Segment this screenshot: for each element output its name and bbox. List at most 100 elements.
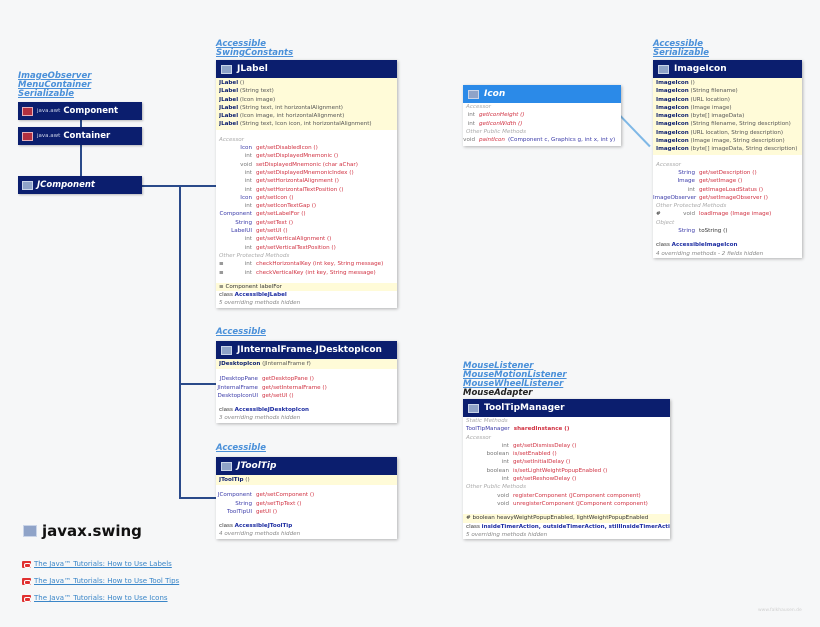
constructor-row[interactable]: JDesktopIcon (JInternalFrame f) (219, 360, 394, 368)
inner-class-row[interactable]: class insideTimerAction, outsideTimerAct… (463, 523, 670, 531)
tutorial-link-tooltips[interactable]: The Java™ Tutorials: How to Use Tool Tip… (22, 577, 179, 585)
class-jcomponent[interactable]: JComponent (18, 176, 142, 194)
tutorial-link-labels[interactable]: The Java™ Tutorials: How to Use Labels (22, 560, 172, 568)
tutorial-link-icons[interactable]: The Java™ Tutorials: How to Use Icons (22, 594, 168, 602)
inner-class-row[interactable]: class AccessibleJLabel (216, 291, 397, 299)
constructor-row[interactable]: JLabel () (219, 79, 394, 87)
constructor-row[interactable]: JLabel (Icon image, int horizontalAlignm… (219, 112, 394, 120)
inner-class-row[interactable]: class AccessibleImageIcon (653, 241, 802, 249)
interface-link[interactable]: Serializable (653, 48, 710, 58)
constructor-row[interactable]: ImageIcon (Image image, String descripti… (656, 137, 799, 145)
constructor-row[interactable]: ImageIcon (URL location) (656, 96, 799, 104)
class-icon (22, 180, 33, 190)
constructor-row[interactable]: ImageIcon (byte[] imageData) (656, 112, 799, 120)
oracle-icon (22, 560, 31, 568)
return-type: JInternalFrame (217, 384, 258, 391)
field-row[interactable]: # boolean heavyWeightPopupEnabled, light… (463, 514, 670, 523)
interface-link[interactable]: MenuContainer (18, 80, 92, 90)
constructor-row[interactable]: JToolTip () (219, 476, 394, 484)
class-title[interactable]: JInternalFrame.JDesktopIcon (216, 341, 397, 359)
class-icon (658, 64, 669, 74)
constructor-row[interactable]: JLabel (Icon image) (219, 96, 394, 104)
class-title[interactable]: ToolTipManager (463, 399, 670, 417)
class-title[interactable]: ImageIcon (653, 60, 802, 78)
constructor-row[interactable]: ImageIcon (String filename) (656, 87, 799, 95)
class-component[interactable]: java.awt Component (18, 102, 142, 120)
class-title[interactable]: JLabel (216, 60, 397, 78)
inner-class-row[interactable]: class AccessibleJDesktopIcon (216, 406, 397, 414)
tutorial-link[interactable]: The Java™ Tutorials: How to Use Labels (34, 560, 172, 568)
class-container[interactable]: java.awt Container (18, 127, 142, 145)
superclass-label[interactable]: MouseAdapter (463, 388, 533, 398)
interface-link[interactable]: MouseListener (463, 361, 534, 371)
interface-link[interactable]: MouseWheelListener (463, 379, 564, 389)
field-row[interactable]: ≡ Component labelFor (216, 282, 397, 292)
interface-link[interactable]: Accessible (216, 327, 266, 337)
interface-link[interactable]: Serializable (18, 89, 75, 99)
constructor-row[interactable]: ImageIcon (URL location, String descript… (656, 129, 799, 137)
interface-link[interactable]: ImageObserver (18, 71, 92, 81)
interface-link[interactable]: MouseMotionListener (463, 370, 567, 380)
interface-link[interactable]: Accessible (216, 443, 266, 453)
protected-icon: ≡ (219, 261, 224, 268)
interface-link[interactable]: SwingConstants (216, 48, 294, 58)
constructor-row[interactable]: ImageIcon () (656, 79, 799, 87)
interface-title[interactable]: Icon (463, 85, 621, 103)
interface-link[interactable]: Accessible (216, 39, 266, 49)
tutorial-link[interactable]: The Java™ Tutorials: How to Use Icons (34, 594, 168, 602)
tutorial-link[interactable]: The Java™ Tutorials: How to Use Tool Tip… (34, 577, 180, 585)
inner-class-row[interactable]: class AccessibleJToolTip (216, 522, 397, 530)
constructor-row[interactable]: ImageIcon (String filename, String descr… (656, 120, 799, 128)
connector-to-jdesktopicon (179, 383, 216, 385)
constructor-row[interactable]: JLabel (String text, int horizontalAlign… (219, 104, 394, 112)
interface-link[interactable]: Accessible (653, 39, 703, 49)
class-title[interactable]: JToolTip (216, 457, 397, 475)
constructor-row[interactable]: ImageIcon (byte[] imageData, String desc… (656, 145, 799, 153)
constructor-row[interactable]: JLabel (String text) (219, 87, 394, 95)
constructor-name: ImageIcon (656, 104, 689, 111)
constructor-row[interactable]: JLabel (String text, Icon icon, int hori… (219, 120, 394, 128)
constructor-row[interactable]: ImageIcon (Image image) (656, 104, 799, 112)
constructor-name: JLabel (219, 96, 239, 103)
method-name: get/setHorizontalTextPosition () (256, 186, 344, 193)
return-type: void (463, 137, 475, 144)
